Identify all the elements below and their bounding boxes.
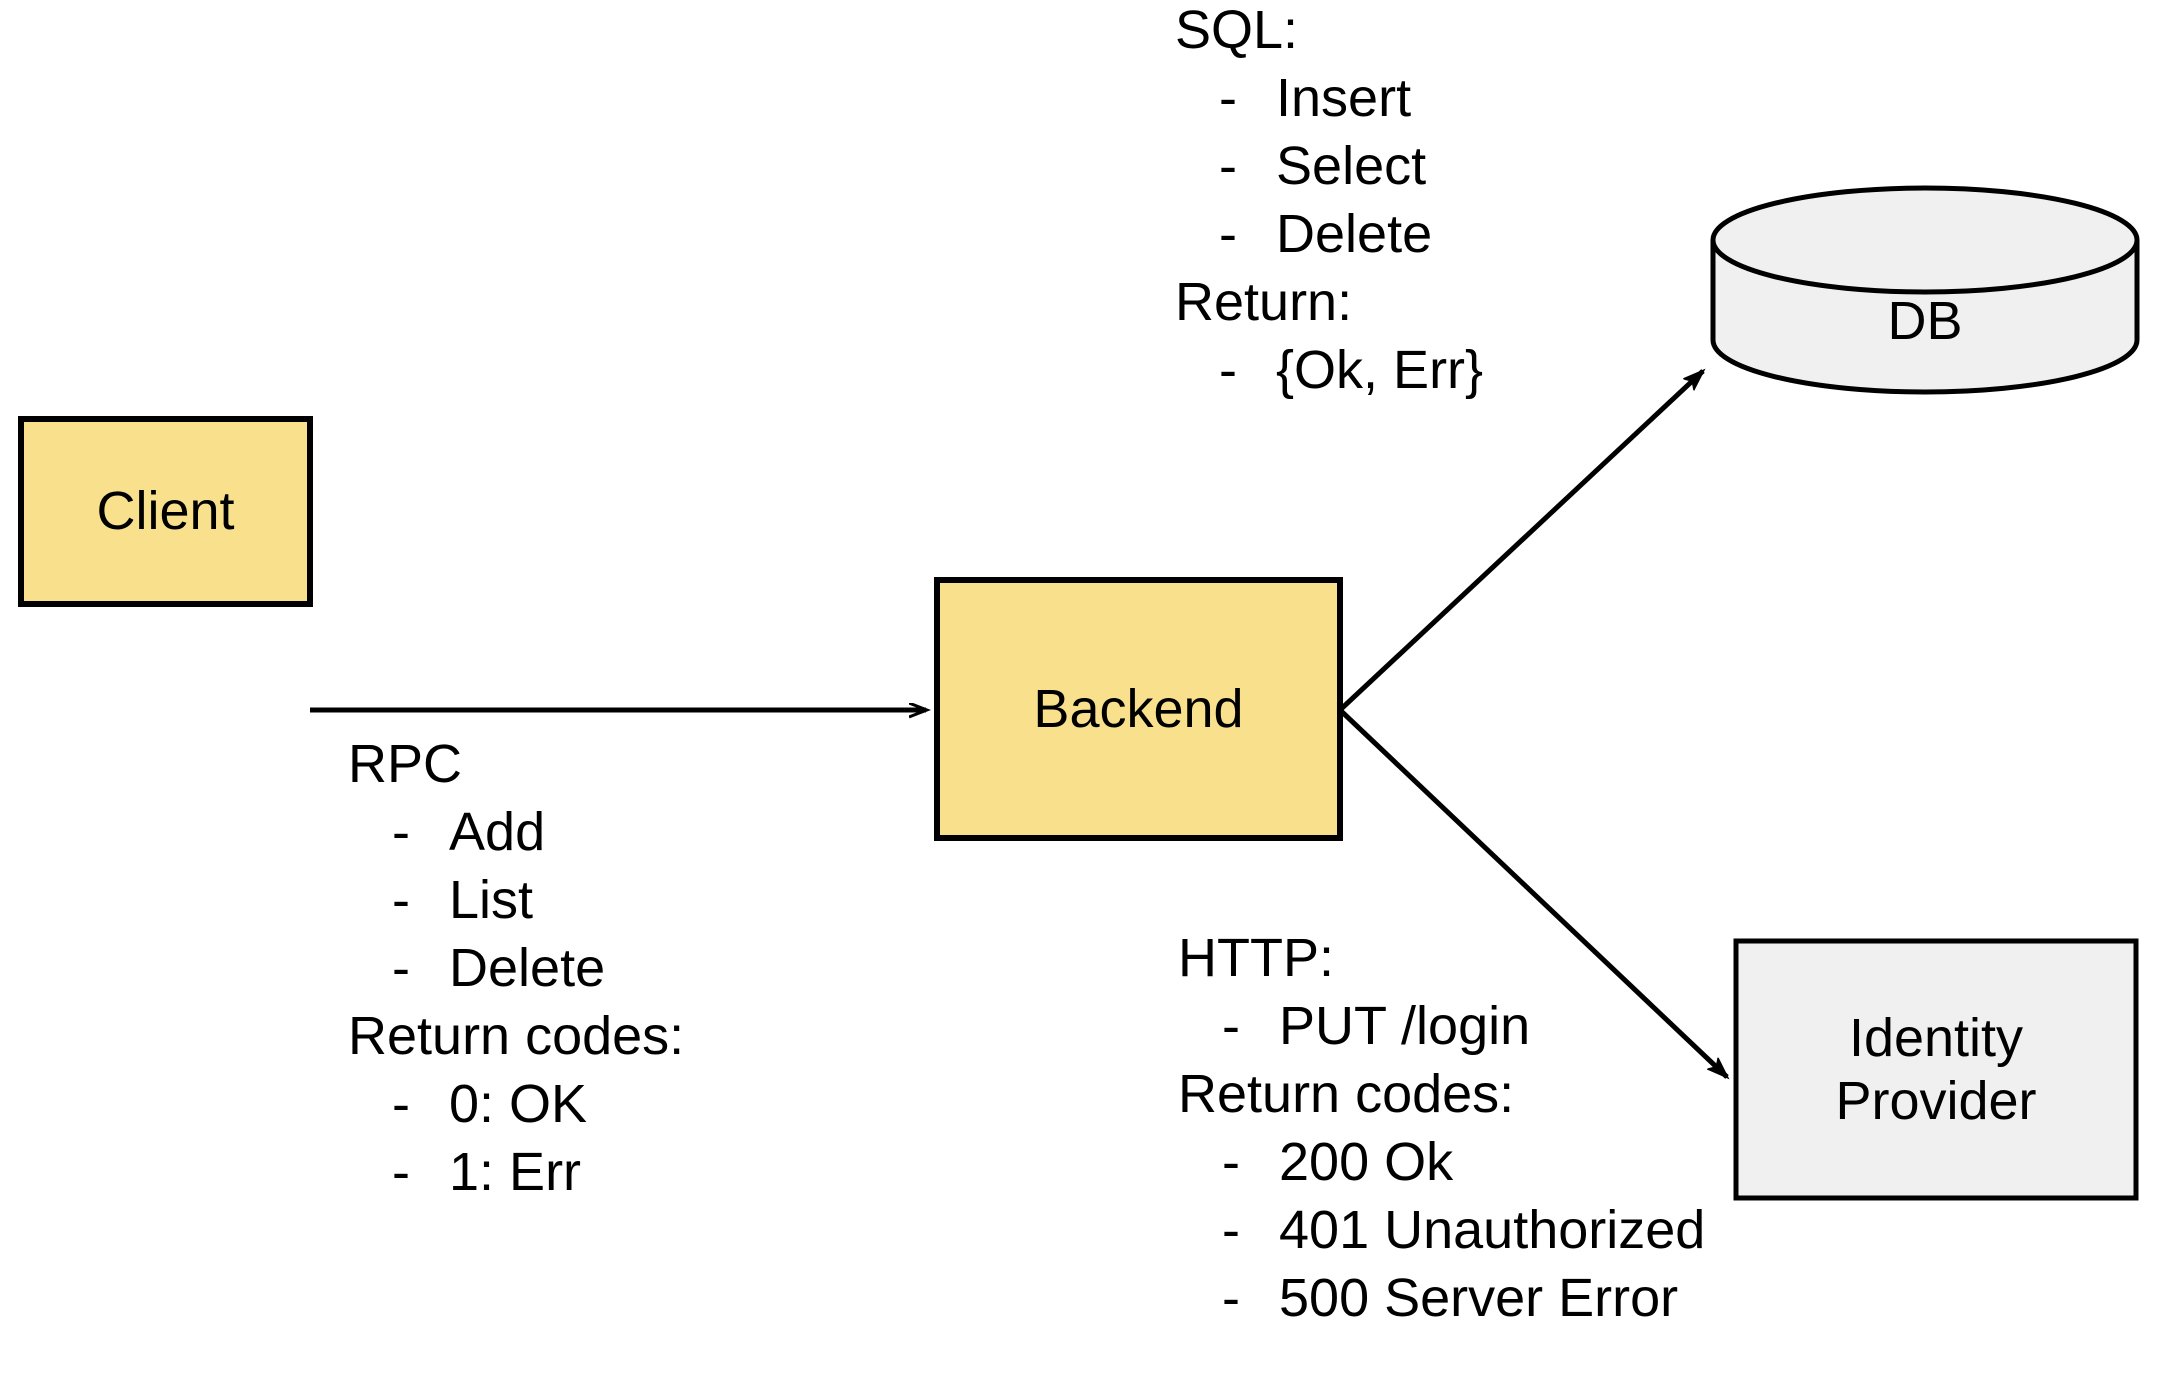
bullet-dash-icon: - (1219, 204, 1237, 264)
http-return-label: 200 Ok (1279, 1132, 1454, 1192)
rpc-return-row: - 0: OK (348, 1070, 684, 1138)
rpc-method-label: List (449, 870, 534, 930)
edge-backend-to-db (1338, 371, 1703, 712)
http-annotation: HTTP: - PUT /login Return codes: - 200 O… (1178, 924, 1705, 1332)
rpc-method-row: - Delete (348, 934, 684, 1002)
bullet-dash-icon: - (1219, 68, 1237, 128)
bullet-dash-icon: - (392, 1074, 410, 1134)
rpc-method-row: - Add (348, 798, 684, 866)
edge-backend-to-identity-provider (1338, 708, 1727, 1077)
db-node-shape[interactable] (1710, 185, 2140, 395)
http-return-row: - 401 Unauthorized (1178, 1196, 1705, 1264)
sql-header: SQL: (1175, 0, 1299, 60)
http-header: HTTP: (1178, 928, 1334, 988)
http-return-row: - 500 Server Error (1178, 1264, 1705, 1332)
sql-statement-row: - Insert (1175, 64, 1483, 132)
http-route-label: PUT /login (1279, 996, 1531, 1056)
sql-return-row: - {Ok, Err} (1175, 336, 1483, 404)
rpc-method-label: Add (449, 802, 546, 862)
http-route-row: - PUT /login (1178, 992, 1705, 1060)
bullet-dash-icon: - (392, 1142, 410, 1202)
rpc-return-row: - 1: Err (348, 1138, 684, 1206)
rpc-header: RPC (348, 734, 463, 794)
bullet-dash-icon: - (392, 870, 410, 930)
bullet-dash-icon: - (1219, 136, 1237, 196)
sql-statement-row: - Delete (1175, 200, 1483, 268)
rpc-method-row: - List (348, 866, 684, 934)
http-return-label: 401 Unauthorized (1279, 1200, 1706, 1260)
rpc-return-label: 1: Err (449, 1142, 582, 1202)
backend-node-shape[interactable] (934, 577, 1343, 841)
sql-statement-row: - Select (1175, 132, 1483, 200)
bullet-dash-icon: - (1222, 1200, 1240, 1260)
rpc-annotation: RPC - Add - List - Delete Return codes: … (348, 730, 684, 1206)
sql-statement-label: Insert (1276, 68, 1412, 128)
sql-statement-label: Select (1276, 136, 1427, 196)
bullet-dash-icon: - (1222, 996, 1240, 1056)
sql-returns-header: Return: (1175, 272, 1353, 332)
rpc-method-label: Delete (449, 938, 606, 998)
http-return-label: 500 Server Error (1279, 1268, 1679, 1328)
sql-return-label: {Ok, Err} (1276, 340, 1484, 400)
sql-annotation: SQL: - Insert - Select - Delete Return: … (1175, 0, 1483, 404)
bullet-dash-icon: - (1219, 340, 1237, 400)
http-returns-header: Return codes: (1178, 1064, 1515, 1124)
rpc-return-label: 0: OK (449, 1074, 588, 1134)
identity-provider-node-shape[interactable] (1733, 938, 2139, 1201)
rpc-returns-header: Return codes: (348, 1006, 685, 1066)
bullet-dash-icon: - (1222, 1132, 1240, 1192)
client-node-shape[interactable] (18, 416, 313, 607)
http-return-row: - 200 Ok (1178, 1128, 1705, 1196)
bullet-dash-icon: - (392, 938, 410, 998)
bullet-dash-icon: - (1222, 1268, 1240, 1328)
sql-statement-label: Delete (1276, 204, 1433, 264)
bullet-dash-icon: - (392, 802, 410, 862)
